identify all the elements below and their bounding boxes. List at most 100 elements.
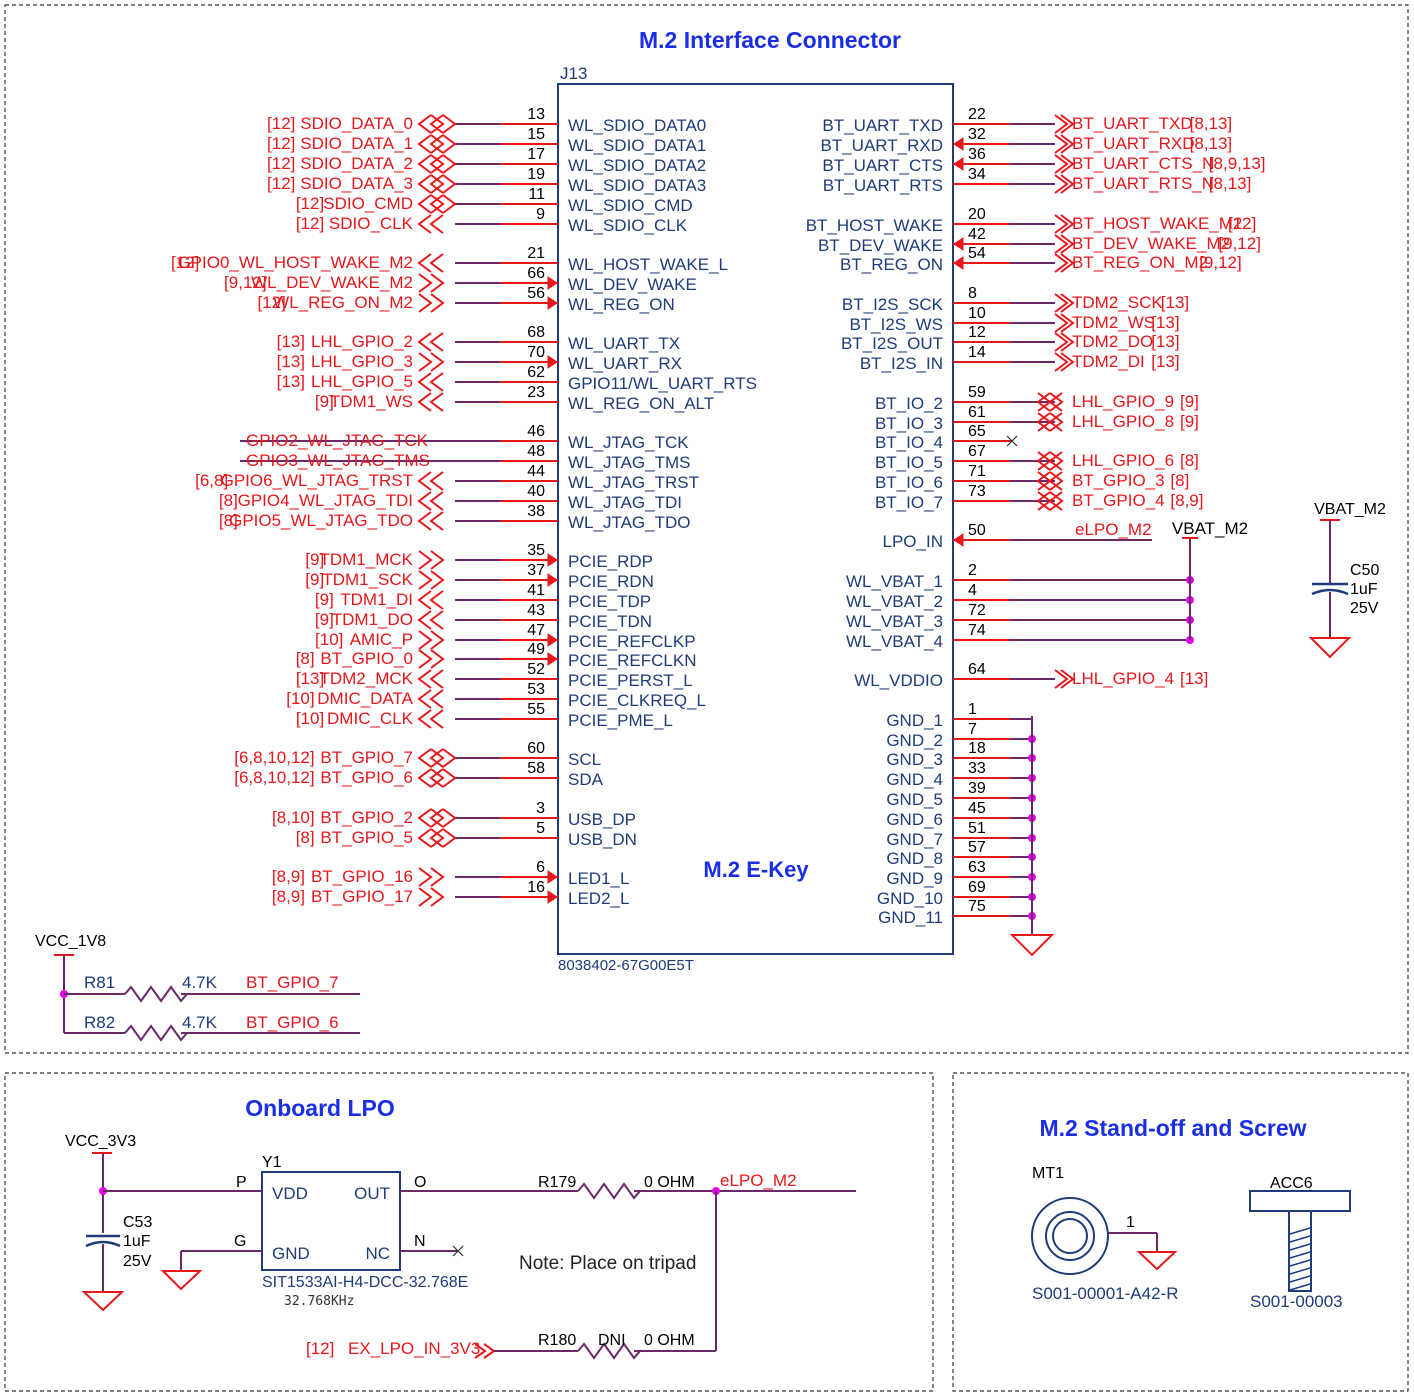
- right-pin-45[interactable]: GND_645: [886, 800, 1036, 829]
- pin-name: WL_VBAT_2: [846, 592, 943, 611]
- capacitor-c50[interactable]: VBAT_M2 C50 1uF 25V: [1308, 501, 1386, 659]
- net-label: SDIO_DATA_0: [300, 114, 413, 133]
- right-pin-2[interactable]: WL_VBAT_12: [846, 562, 1194, 591]
- offpage-out-connector: [417, 392, 444, 412]
- right-pin-51[interactable]: GND_751: [886, 820, 1036, 849]
- pin-name: BT_IO_3: [875, 414, 943, 433]
- right-pin-18[interactable]: GND_318: [886, 740, 1036, 769]
- resistor-r82[interactable]: [124, 1024, 188, 1042]
- net-ref: [13]: [277, 352, 305, 371]
- pin-number: 4: [968, 582, 977, 599]
- ext-lpo-ref: [12]: [306, 1339, 334, 1358]
- right-pin-57[interactable]: GND_857: [886, 839, 1036, 868]
- net-label: BT_UART_CTS_N: [1072, 154, 1214, 173]
- right-pin-72[interactable]: WL_VBAT_372: [846, 602, 1194, 631]
- c53-value: 1uF: [123, 1233, 151, 1250]
- offpage-connector: [1054, 134, 1075, 154]
- resistor-r81[interactable]: [124, 985, 188, 1003]
- right-pin-33[interactable]: GND_433: [886, 760, 1036, 789]
- net-label: SDIO_CMD: [323, 194, 413, 213]
- pin-number: 61: [968, 404, 986, 421]
- pin-name: BT_I2S_WS: [849, 315, 943, 334]
- right-pin-39[interactable]: GND_539: [886, 780, 1036, 809]
- resistor-r179[interactable]: [577, 1182, 641, 1200]
- oscillator-y1[interactable]: [261, 1171, 401, 1271]
- right-pin-63[interactable]: GND_963: [886, 859, 1036, 888]
- right-pin-74[interactable]: WL_VBAT_474: [846, 622, 1194, 651]
- net-ref: [8]: [1180, 451, 1199, 470]
- pin-number: 36: [968, 146, 986, 163]
- offpage-out-connector: [417, 709, 444, 729]
- standoff-frame: [952, 1072, 1409, 1392]
- net-ref: [12]: [171, 253, 199, 272]
- pin-arrow: [547, 652, 558, 666]
- pin-arrow: [547, 296, 558, 310]
- offpage-connector: [1054, 293, 1075, 313]
- resistor-r180[interactable]: [577, 1342, 641, 1360]
- screw-acc6[interactable]: [1249, 1190, 1351, 1212]
- right-pin-4[interactable]: WL_VBAT_2 4: [846, 582, 1194, 611]
- right-pin-65[interactable]: BT_IO_465: [875, 423, 1018, 452]
- left-pin-21[interactable]: 21WL_HOST_WAKE_LGPIO0_WL_HOST_WAKE_M2[12…: [171, 245, 728, 274]
- pin-number: 20: [968, 206, 986, 223]
- right-pin-7[interactable]: GND_27: [886, 721, 1036, 750]
- pin-number: 39: [968, 780, 986, 797]
- pin-name: LPO_IN: [883, 532, 943, 551]
- pin-number: 11: [528, 186, 545, 203]
- mounting-hole-mt1[interactable]: [1031, 1197, 1109, 1275]
- right-pin-1[interactable]: GND_11: [886, 701, 1032, 730]
